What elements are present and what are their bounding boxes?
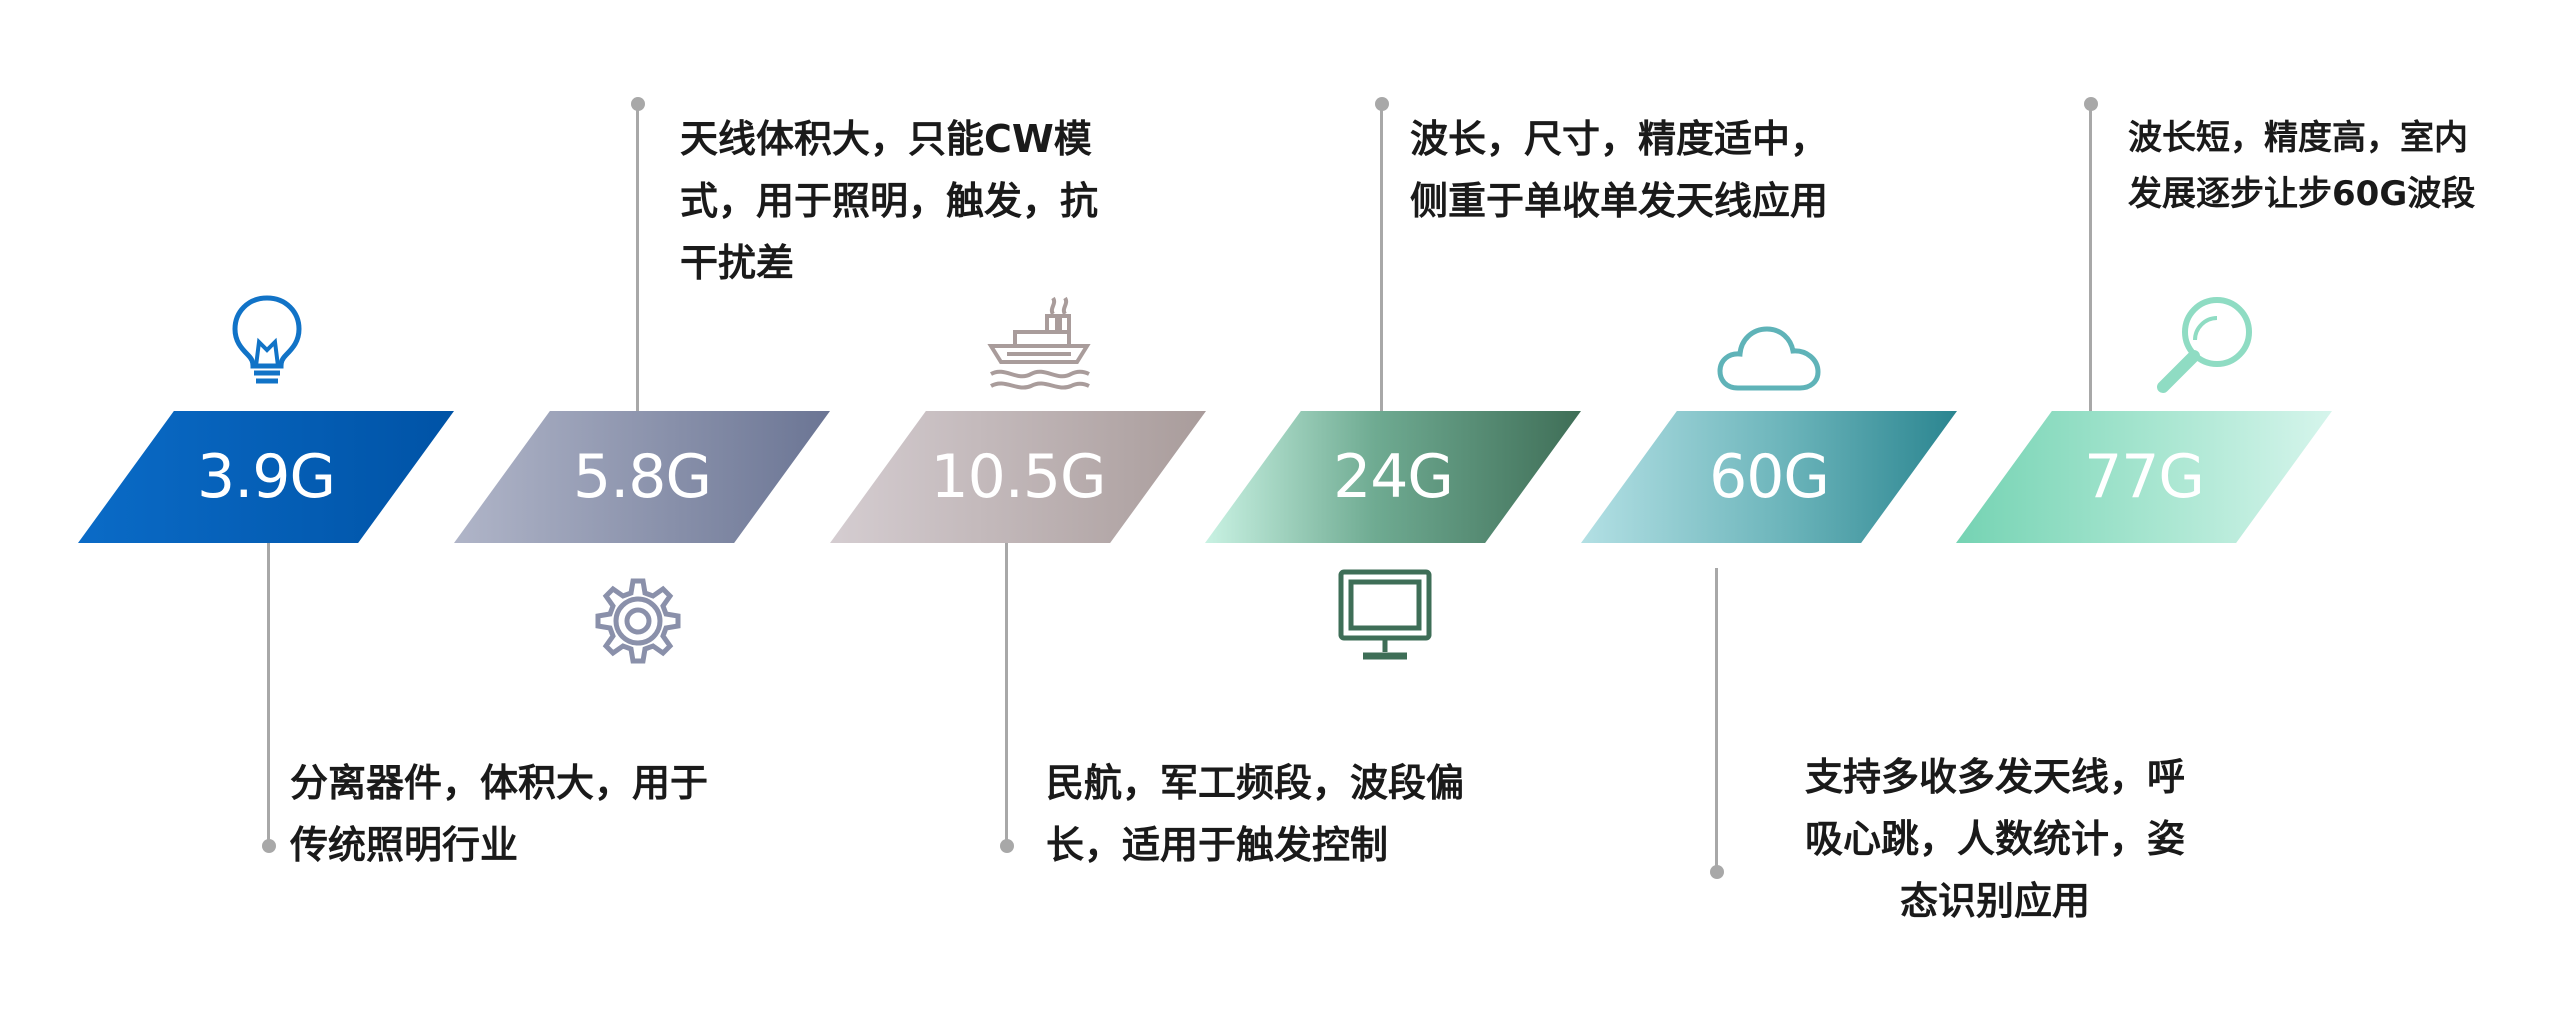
band-label-77g: 77G (2084, 442, 2205, 512)
connector-dot-24g (1375, 97, 1389, 111)
description-60g: 支持多收多发天线，呼 吸心跳，人数统计，姿 态识别应用 (1804, 755, 2185, 923)
connector-dot-3-9g (262, 839, 276, 853)
description-5-8g: 天线体积大，只能CW模 式，用于照明，触发，抗 干扰差 (680, 117, 1099, 285)
connector-line-10-5g (1005, 543, 1008, 845)
connector-dot-60g (1710, 865, 1724, 879)
ship-icon (985, 292, 1093, 392)
gear-icon (585, 568, 691, 674)
connector-line-77g (2089, 104, 2092, 411)
band-label-5-8g: 5.8G (573, 442, 712, 512)
connector-line-24g (1380, 104, 1383, 411)
band-label-60g: 60G (1709, 442, 1830, 512)
connector-line-3-9g (267, 543, 270, 845)
description-24g: 波长，尺寸，精度适中， 侧重于单收单发天线应用 (1410, 117, 1829, 223)
band-label-3-9g: 3.9G (197, 442, 336, 512)
description-77g: 波长短，精度高，室内 发展逐步让步60G波段 (2128, 118, 2476, 214)
monitor-icon (1335, 566, 1435, 664)
connector-dot-77g (2084, 97, 2098, 111)
lightbulb-icon (226, 292, 308, 390)
cloud-icon (1716, 318, 1822, 394)
description-10-5g: 民航，军工频段，波段偏 长，适用于触发控制 (1046, 761, 1465, 867)
magnifier-icon (2151, 290, 2261, 400)
connector-line-5-8g (636, 104, 639, 411)
band-label-24g: 24G (1333, 442, 1454, 512)
connector-dot-10-5g (1000, 839, 1014, 853)
connector-line-60g (1715, 568, 1718, 870)
connector-dot-5-8g (631, 97, 645, 111)
band-label-10-5g: 10.5G (930, 442, 1106, 512)
description-3-9g: 分离器件，体积大，用于 传统照明行业 (290, 761, 709, 867)
